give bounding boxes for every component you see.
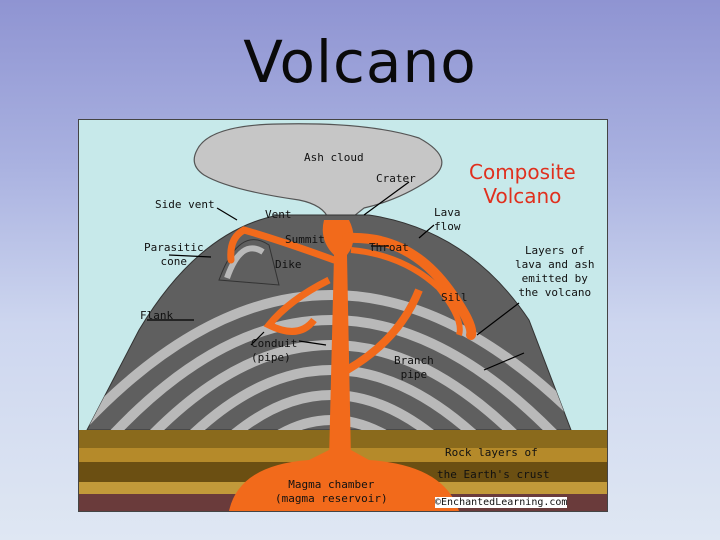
label-earth-crust: the Earth's crust [437, 468, 550, 482]
label-layers-line-2: lava and ash [515, 258, 594, 272]
label-parasitic-cone: Parasitic cone [144, 241, 204, 269]
label-sill: Sill [441, 291, 468, 305]
credit-text: ©EnchantedLearning.com [435, 497, 567, 508]
label-side-vent: Side vent [155, 198, 215, 212]
label-rock-layers: Rock layers of [445, 446, 538, 460]
label-conduit-line-1: Conduit [251, 337, 297, 351]
slide-title: Volcano [0, 28, 720, 96]
label-lava-flow: Lava flow [434, 206, 461, 234]
label-layers-line-1: Layers of [515, 244, 594, 258]
main-label-line-2: Volcano [469, 184, 576, 208]
label-conduit-line-2: (pipe) [251, 351, 297, 365]
label-branch-pipe-line-2: pipe [394, 368, 434, 382]
label-throat: Throat [369, 241, 409, 255]
label-ash-cloud: Ash cloud [304, 151, 364, 165]
label-dike: Dike [275, 258, 302, 272]
label-magma-chamber-line-2: (magma reservoir) [275, 492, 388, 506]
label-layers-line-3: emitted by [515, 272, 594, 286]
label-flank: Flank [140, 309, 173, 323]
label-magma-chamber-line-1: Magma chamber [275, 478, 388, 492]
main-label-line-1: Composite [469, 160, 576, 184]
label-lava-flow-line-2: flow [434, 220, 461, 234]
label-vent: Vent [265, 208, 292, 222]
label-conduit: Conduit (pipe) [251, 337, 297, 365]
label-crater: Crater [376, 172, 416, 186]
label-branch-pipe: Branch pipe [394, 354, 434, 382]
volcano-diagram: Composite Volcano Ash cloud Crater Side … [78, 119, 608, 512]
main-label: Composite Volcano [469, 160, 576, 208]
label-lava-flow-line-1: Lava [434, 206, 461, 220]
label-magma-chamber: Magma chamber (magma reservoir) [275, 478, 388, 506]
label-layers-line-4: the volcano [515, 286, 594, 300]
label-branch-pipe-line-1: Branch [394, 354, 434, 368]
label-summit: Summit [285, 233, 325, 247]
label-layers: Layers of lava and ash emitted by the vo… [515, 244, 594, 300]
label-parasitic-cone-line-1: Parasitic [144, 241, 204, 255]
label-parasitic-cone-line-2: cone [144, 255, 204, 269]
